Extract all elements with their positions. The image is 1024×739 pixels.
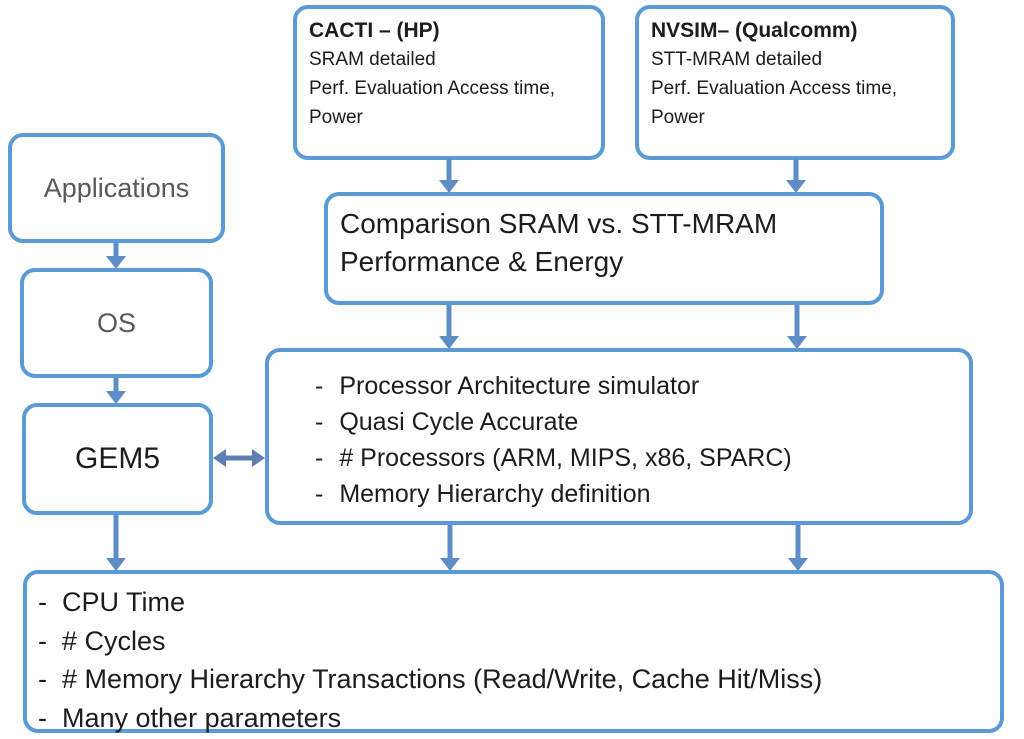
outputs-bullet: # Cycles	[38, 622, 990, 661]
outputs-bullet: CPU Time	[38, 583, 990, 622]
arrow-head-right-icon	[252, 449, 265, 467]
gem5-details-bullet: Processor Architecture simulator	[315, 368, 959, 404]
arrow-head-down-icon	[788, 558, 808, 571]
os-label: OS	[96, 307, 136, 338]
arrow-shaft	[113, 515, 119, 559]
arrow-head-down-icon	[106, 256, 126, 269]
nvsim-line: Perf. Evaluation Access time,	[651, 78, 898, 99]
arrow-shaft	[224, 455, 254, 461]
box-comparison: Comparison SRAM vs. STT-MRAM Performance…	[324, 192, 884, 305]
arrow-gem5-to-outputs	[105, 515, 127, 571]
box-nvsim: NVSIM– (Qualcomm) STT-MRAM detailed Perf…	[635, 5, 955, 160]
box-applications: Applications	[8, 133, 225, 243]
cacti-line: SRAM detailed	[309, 49, 436, 70]
arrow-head-down-icon	[439, 336, 459, 349]
arrow-head-down-icon	[106, 391, 126, 404]
comparison-line: Comparison SRAM vs. STT-MRAM	[340, 208, 778, 239]
cacti-line: Power	[309, 107, 363, 128]
arrow-head-left-icon	[213, 449, 226, 467]
nvsim-line: STT-MRAM detailed	[651, 49, 823, 70]
comparison-line: Performance & Energy	[340, 246, 624, 277]
arrow-gem5-details-to-outputs-left	[439, 525, 461, 571]
box-gem5-details: Processor Architecture simulator Quasi C…	[265, 348, 973, 525]
arrow-cacti-to-comparison	[438, 159, 460, 193]
arrow-head-down-icon	[787, 336, 807, 349]
gem5-label: GEM5	[74, 442, 161, 475]
arrow-shaft	[113, 378, 119, 392]
box-gem5: GEM5	[22, 403, 213, 515]
cacti-title: CACTI – (HP)	[309, 19, 440, 42]
cacti-line: Perf. Evaluation Access time,	[309, 78, 556, 99]
arrow-nvsim-to-comparison	[785, 159, 807, 193]
arrow-head-down-icon	[439, 180, 459, 193]
arrow-shaft	[795, 525, 801, 559]
arrow-head-down-icon	[440, 558, 460, 571]
applications-label: Applications	[43, 172, 190, 203]
arrow-shaft	[793, 159, 799, 181]
nvsim-line: Power	[651, 107, 705, 128]
box-cacti: CACTI – (HP) SRAM detailed Perf. Evaluat…	[293, 5, 605, 160]
nvsim-title: NVSIM– (Qualcomm)	[651, 19, 858, 42]
box-outputs: CPU Time # Cycles # Memory Hierarchy Tra…	[23, 570, 1004, 733]
gem5-details-bullet: Quasi Cycle Accurate	[315, 404, 959, 440]
arrow-applications-to-os	[105, 243, 127, 269]
arrow-shaft	[446, 305, 452, 337]
arrow-shaft	[794, 305, 800, 337]
gem5-details-bullet: # Processors (ARM, MIPS, x86, SPARC)	[315, 440, 959, 476]
arrow-gem5-gem5-details-bidirectional	[213, 447, 265, 469]
gem5-details-bullet: Memory Hierarchy definition	[315, 476, 959, 512]
outputs-bullet: Many other parameters	[38, 699, 990, 738]
outputs-bullet: # Memory Hierarchy Transactions (Read/Wr…	[38, 660, 990, 699]
arrow-head-down-icon	[786, 180, 806, 193]
arrow-os-to-gem5	[105, 378, 127, 404]
arrow-comparison-to-gem5-details-right	[786, 305, 808, 349]
arrow-shaft	[447, 525, 453, 559]
arrow-shaft	[446, 159, 452, 181]
arrow-gem5-details-to-outputs-right	[787, 525, 809, 571]
arrow-head-down-icon	[106, 558, 126, 571]
box-os: OS	[20, 268, 213, 378]
arrow-comparison-to-gem5-details-left	[438, 305, 460, 349]
arrow-shaft	[113, 243, 119, 257]
